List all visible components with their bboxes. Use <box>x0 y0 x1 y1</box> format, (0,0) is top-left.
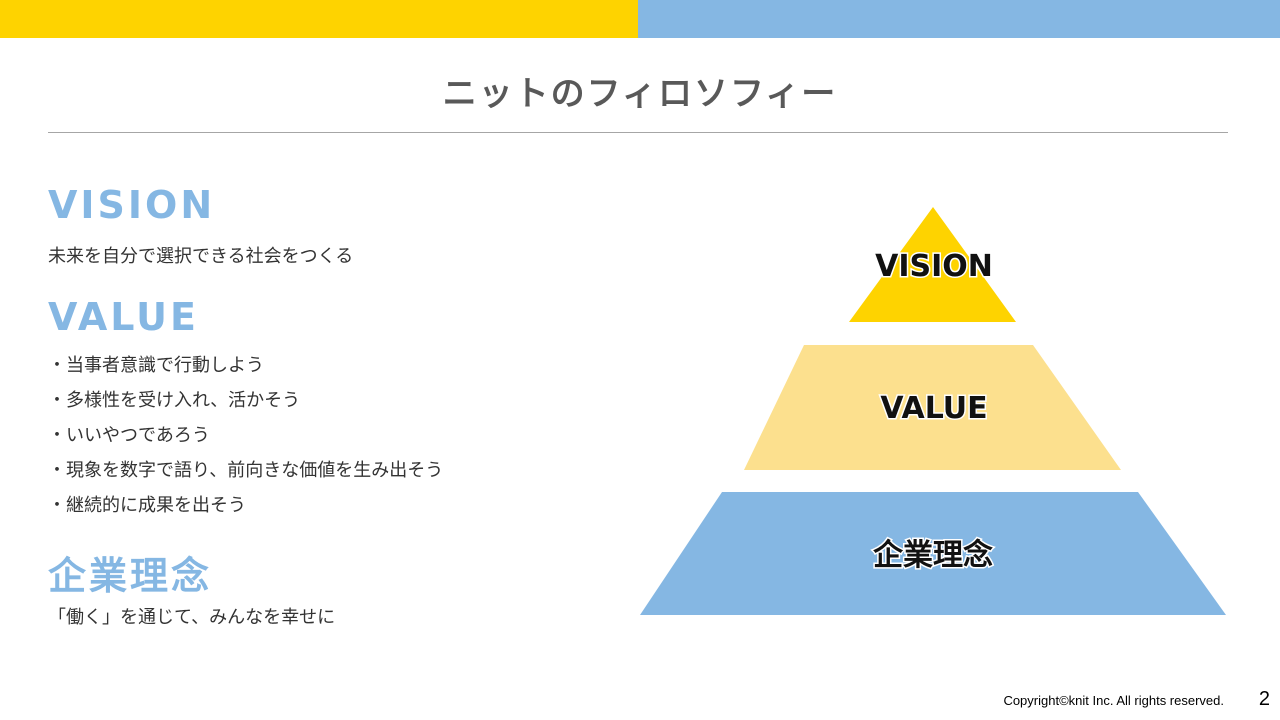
pyramid-label-vision: VISION <box>875 249 993 284</box>
page-number: 2 <box>1258 688 1270 710</box>
vision-heading: VISION <box>48 183 216 227</box>
value-item: 現象を数字で語り、前向きな価値を生み出そう <box>48 457 443 492</box>
philosophy-heading: 企業理念 <box>48 554 213 598</box>
pyramid-label-philosophy: 企業理念 <box>873 538 993 573</box>
page-title: ニットのフィロソフィー <box>442 74 838 114</box>
philosophy-text: 「働く」を通じて、みんなを幸せに <box>48 607 336 628</box>
value-item: 当事者意識で行動しよう <box>48 352 443 387</box>
pyramid-level-philosophy <box>640 492 1226 615</box>
pyramid-label-value: VALUE <box>880 391 987 426</box>
pyramid-level-value <box>744 345 1121 470</box>
vision-text: 未来を自分で選択できる社会をつくる <box>48 246 354 267</box>
title-divider <box>48 132 1228 133</box>
value-item: 多様性を受け入れ、活かそう <box>48 387 443 422</box>
copyright-text: Copyright©knit Inc. All rights reserved. <box>1003 693 1224 708</box>
pyramid-level-vision <box>849 207 1016 322</box>
value-list: 当事者意識で行動しよう 多様性を受け入れ、活かそう いいやつであろう 現象を数字… <box>48 352 443 527</box>
value-heading: VALUE <box>48 295 199 339</box>
header-bar-yellow <box>0 0 638 38</box>
header-bar-blue <box>638 0 1280 38</box>
value-item: いいやつであろう <box>48 422 443 457</box>
value-item: 継続的に成果を出そう <box>48 492 443 527</box>
